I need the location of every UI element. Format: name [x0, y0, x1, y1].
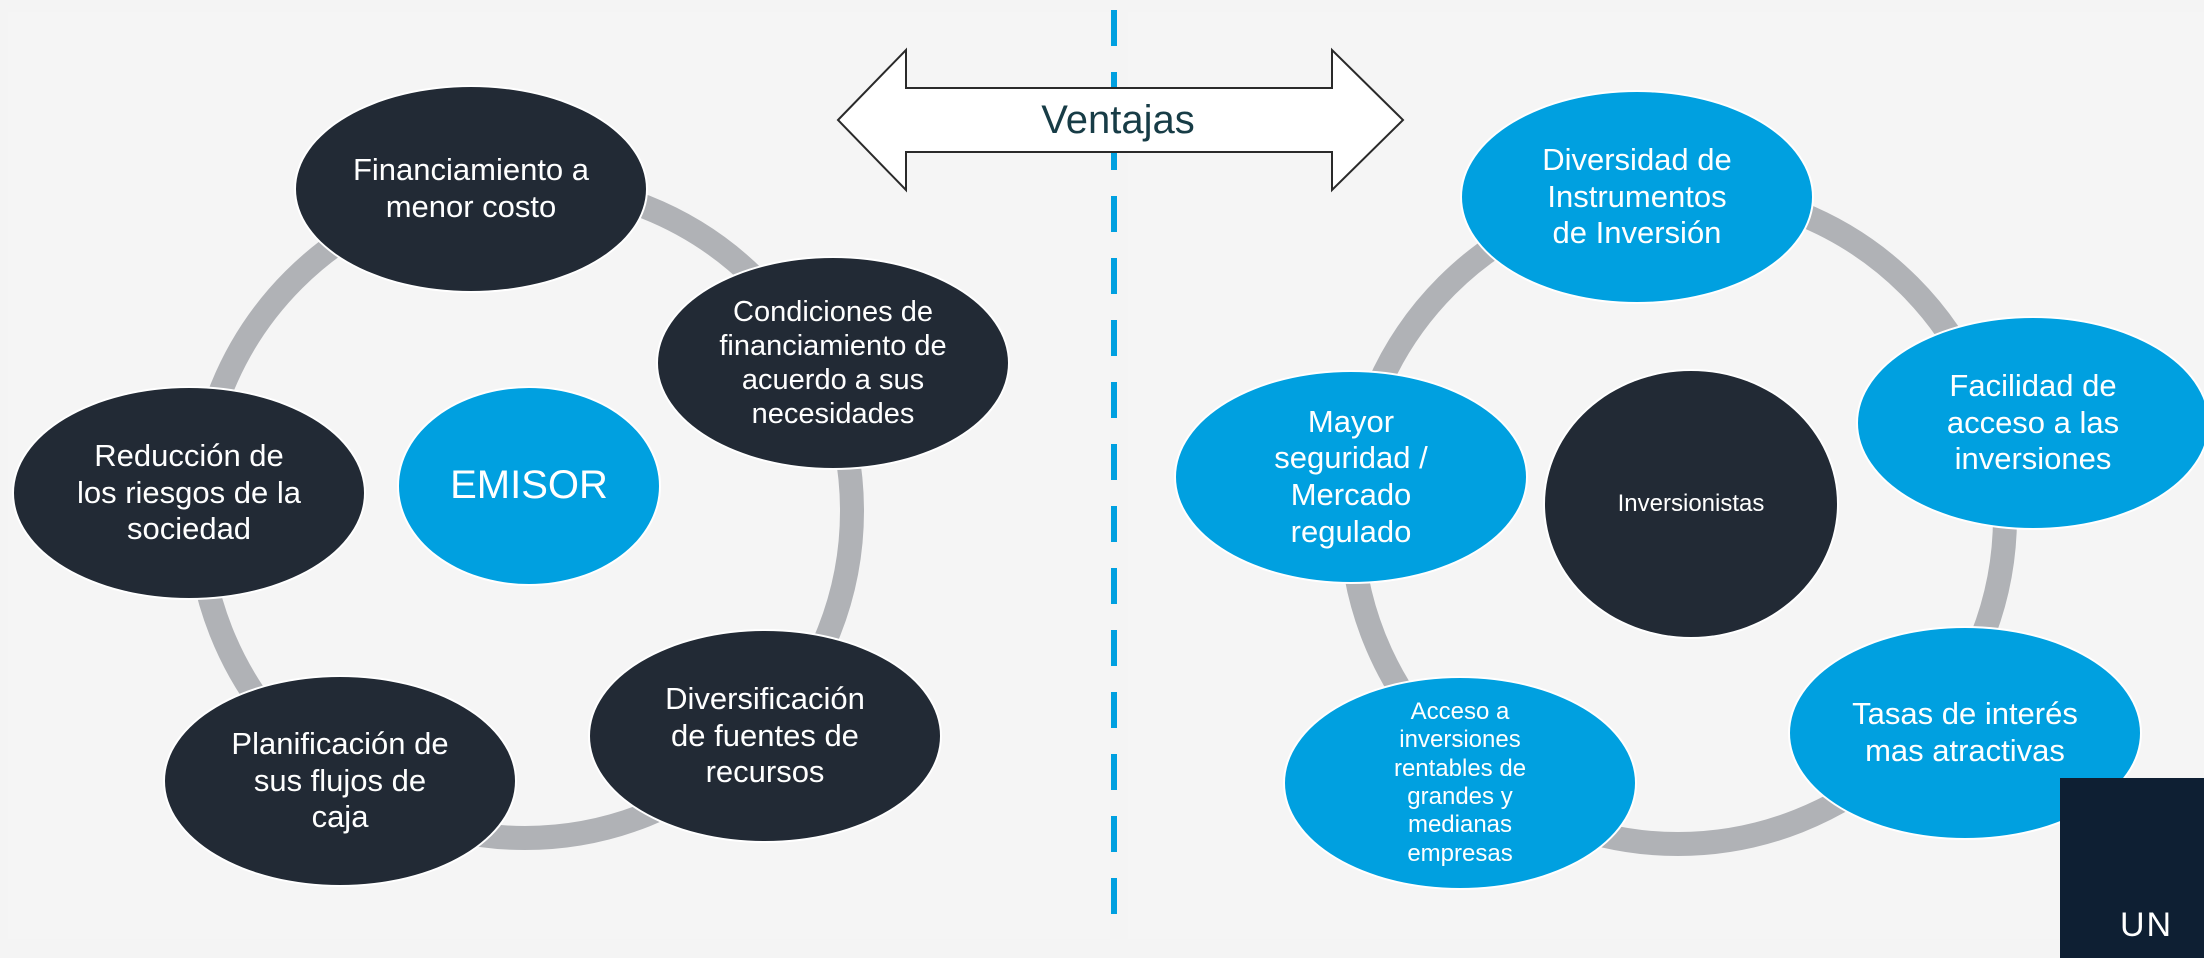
corner-logo-block: [2060, 778, 2204, 958]
right-node-seguridad: Mayor seguridad / Mercado regulado: [1174, 370, 1528, 584]
left-node-condiciones-label: Condiciones de financiamiento de acuerdo…: [719, 295, 947, 431]
left-node-condiciones: Condiciones de financiamiento de acuerdo…: [656, 256, 1010, 470]
left-node-diversificacion: Diversificación de fuentes de recursos: [588, 629, 942, 843]
ventajas-double-arrow: [836, 47, 1405, 193]
inversionistas-center-label: Inversionistas: [1617, 489, 1765, 517]
left-node-diversificacion-label: Diversificación de fuentes de recursos: [665, 681, 865, 790]
right-node-acceso: Acceso a inversiones rentables de grande…: [1283, 676, 1637, 890]
left-node-financiamiento-label: Financiamiento a menor costo: [352, 152, 590, 224]
left-node-planificacion: Planificación de sus flujos de caja: [163, 675, 517, 887]
left-node-planificacion-label: Planificación de sus flujos de caja: [231, 726, 449, 835]
right-node-diversidad-label: Diversidad de Instrumentos de Inversión: [1542, 142, 1732, 251]
left-node-financiamiento: Financiamiento a menor costo: [294, 85, 648, 293]
left-node-reduccion-label: Reducción de los riesgos de la sociedad: [76, 438, 301, 547]
corner-logo-text: UN: [2120, 906, 2174, 944]
right-node-diversidad: Diversidad de Instrumentos de Inversión: [1460, 90, 1814, 304]
right-node-facilidad-label: Facilidad de acceso a las inversiones: [1946, 368, 2120, 477]
inversionistas-center-node: Inversionistas: [1543, 369, 1839, 639]
emisor-center-label: EMISOR: [450, 463, 608, 508]
right-node-seguridad-label: Mayor seguridad / Mercado regulado: [1274, 403, 1428, 549]
right-node-acceso-label: Acceso a inversiones rentables de grande…: [1393, 698, 1527, 867]
right-node-tasas-label: Tasas de interés mas atractivas: [1852, 696, 2078, 768]
ventajas-label: Ventajas: [1041, 97, 1195, 142]
right-node-facilidad: Facilidad de acceso a las inversiones: [1856, 316, 2204, 530]
left-node-reduccion: Reducción de los riesgos de la sociedad: [12, 386, 366, 600]
emisor-center-node: EMISOR: [397, 386, 661, 586]
